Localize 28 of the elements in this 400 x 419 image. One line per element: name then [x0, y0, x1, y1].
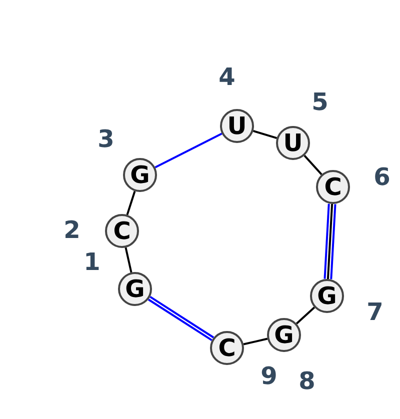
backbone-line — [126, 190, 136, 216]
position-number: 2 — [64, 218, 80, 242]
nucleotide-circle: G — [267, 318, 301, 352]
base-pair-line — [330, 204, 336, 280]
position-number: 8 — [298, 369, 316, 393]
backbone-line — [243, 338, 268, 346]
position-number: 4 — [218, 65, 236, 89]
nucleotide-circle: U — [276, 126, 310, 160]
nucleotide-circle: G — [123, 158, 157, 192]
position-number: 6 — [374, 165, 390, 189]
backbone-line — [252, 130, 278, 140]
position-number: 1 — [84, 250, 100, 274]
base-pair-line — [324, 204, 330, 279]
position-number: 9 — [260, 364, 278, 388]
backbone-line — [296, 306, 316, 324]
nucleotide-circle: U — [220, 109, 254, 143]
nucleotide-circle: C — [316, 170, 350, 204]
position-number: 7 — [366, 300, 384, 324]
nucleotide-circle: C — [210, 331, 244, 365]
backbone-line — [326, 204, 334, 280]
nucleotide-circle: G — [310, 279, 344, 313]
position-number: 3 — [98, 127, 114, 151]
nucleotide-circle: C — [105, 214, 139, 248]
backbone-line — [124, 247, 132, 273]
position-number: 5 — [312, 90, 328, 114]
base-pair-line — [154, 132, 222, 168]
backbone-line — [304, 154, 322, 176]
nucleotide-circle: G — [118, 272, 152, 306]
